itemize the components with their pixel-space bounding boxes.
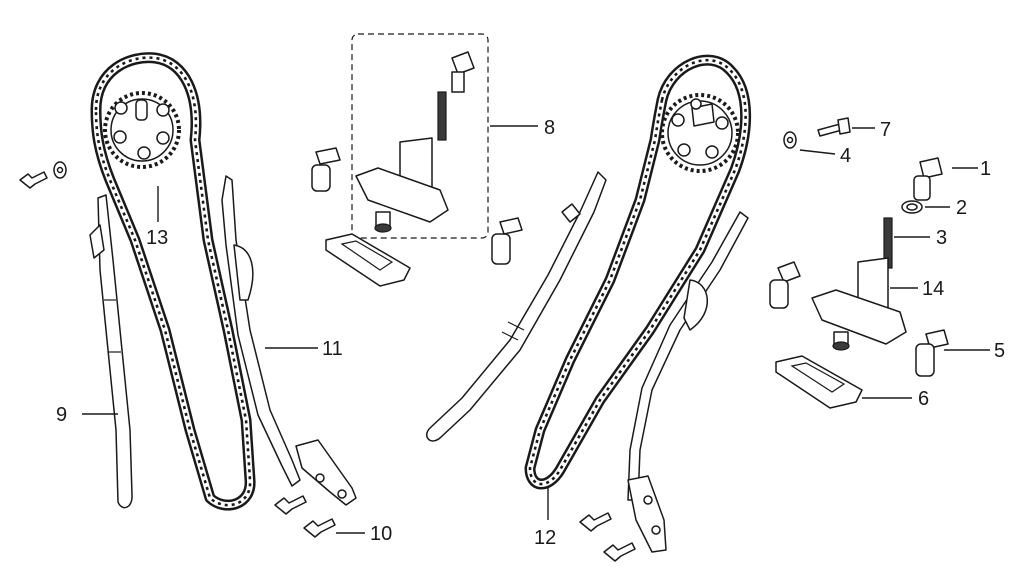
timing-chain-right [524, 54, 752, 490]
washer-item-4 [783, 131, 797, 149]
leader-lines [82, 125, 990, 534]
bolt-item-7 [817, 117, 851, 137]
callout-13: 13 [146, 227, 168, 249]
callout-2: 2 [956, 197, 967, 219]
callout-5: 5 [994, 340, 1005, 362]
bolt-item-5 [915, 329, 949, 377]
callout-12: 12 [534, 527, 556, 549]
cam-sprocket-right [660, 93, 740, 173]
callout-labels: 1 2 3 4 5 6 7 8 9 10 11 12 13 14 [56, 117, 1005, 549]
cam-sprocket-left [103, 91, 181, 169]
bolts-left-bottom [274, 495, 336, 538]
gasket-item-6 [775, 355, 863, 409]
callout-8: 8 [544, 117, 555, 139]
chain-guide-right [426, 171, 607, 442]
callout-4: 4 [840, 145, 851, 167]
bolts-right-bottom [579, 512, 636, 562]
callout-10: 10 [370, 523, 392, 545]
gasket-left [325, 233, 411, 287]
sprocket-bolt-right [491, 217, 523, 265]
tensioner-arm-left [221, 175, 357, 506]
callout-11: 11 [322, 338, 343, 360]
bolt-item-1 [913, 157, 943, 201]
washer-item-2 [901, 200, 923, 214]
tensioner-assembly-boxed [351, 33, 489, 239]
right-chain-assembly [426, 54, 949, 562]
callout-3: 3 [936, 227, 947, 249]
callout-7: 7 [880, 119, 891, 141]
callout-6: 6 [918, 388, 929, 410]
dashed-group-box [351, 33, 489, 239]
timing-chain-left [90, 52, 256, 511]
bolt-near-14 [769, 261, 801, 309]
sprocket-bolt-left [311, 147, 341, 192]
bolt-washer-left [19, 161, 67, 189]
tensioner-arm-right [627, 211, 749, 553]
callout-14: 14 [922, 278, 944, 300]
callout-1: 1 [980, 158, 991, 180]
callout-9: 9 [56, 404, 67, 426]
chain-guide-left [89, 194, 133, 509]
tensioner-body-item-14 [811, 257, 907, 351]
left-chain-assembly [19, 52, 357, 538]
